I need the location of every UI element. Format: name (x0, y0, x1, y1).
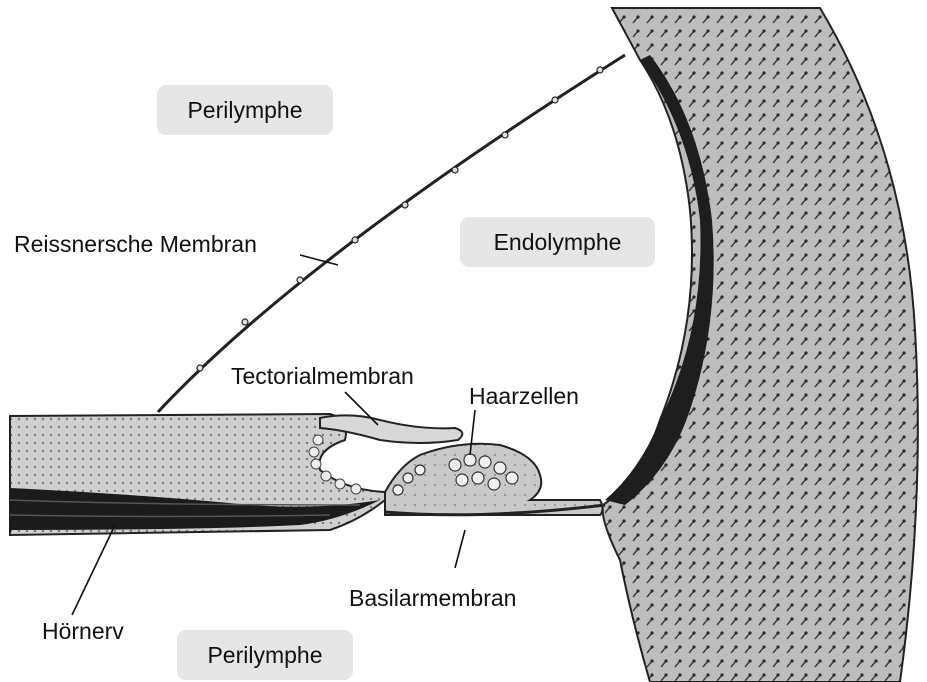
region-perilymph-top: Perilymphe (157, 85, 333, 135)
label-auditory-nerve: Hörnerv (42, 620, 124, 643)
label-hair-cells: Haarzellen (469, 385, 579, 408)
spiral-ligament (603, 8, 918, 682)
region-perilymph-bottom: Perilymphe (177, 630, 353, 680)
region-endolymph: Endolymphe (460, 217, 655, 267)
nerve-leader (72, 525, 115, 615)
label-reissner-membrane: Reissnersche Membran (14, 233, 257, 256)
label-basilar-membrane: Basilarmembran (349, 587, 516, 610)
label-tectorial-membrane: Tectorialmembran (231, 365, 414, 388)
basilar-leader (455, 530, 465, 568)
